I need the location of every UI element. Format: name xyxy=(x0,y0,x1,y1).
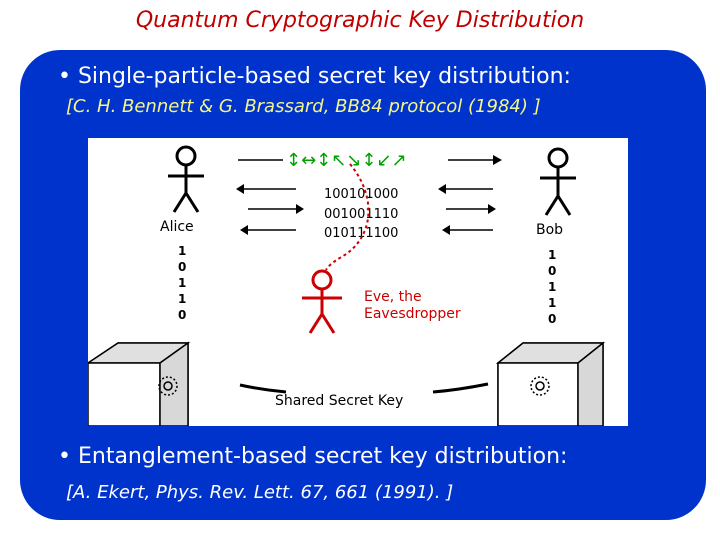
bob-key-column: 1 0 1 1 0 xyxy=(548,248,556,326)
key-swoosh-right xyxy=(432,382,489,394)
alice-key-bit: 1 xyxy=(178,276,186,290)
eve-label-line2: Eavesdropper xyxy=(364,306,461,322)
key-swoosh-left xyxy=(239,383,287,394)
arrowhead-left-3 xyxy=(240,225,248,235)
arrowhead-right-5 xyxy=(488,204,496,214)
eve-figure xyxy=(302,269,342,334)
arrowhead-left-4 xyxy=(438,184,446,194)
bob-key-bit: 1 xyxy=(548,296,556,310)
bob-channel-arrows xyxy=(446,188,493,231)
alice-label: Alice xyxy=(160,219,194,235)
alice-safe xyxy=(88,341,191,426)
bob-key-bit: 0 xyxy=(548,312,556,326)
bob-key-bit: 0 xyxy=(548,264,556,278)
arrowhead-left-6 xyxy=(442,225,450,235)
alice-key-bit: 0 xyxy=(178,308,186,322)
alice-key-bit: 0 xyxy=(178,260,186,274)
bullet-single-particle: • Single-particle-based secret key distr… xyxy=(58,64,571,89)
bit-row-2: 001001110 xyxy=(324,207,398,222)
reference-ekert: [A. Ekert, Phys. Rev. Lett. 67, 661 (199… xyxy=(66,482,454,503)
bob-label: Bob xyxy=(536,222,563,238)
eve-label-line1: Eve, the xyxy=(364,289,422,305)
bullet-entanglement: • Entanglement-based secret key distribu… xyxy=(58,444,568,469)
alice-key-bit: 1 xyxy=(178,244,186,258)
arrowhead-left-1 xyxy=(236,184,244,194)
alice-key-column: 1 0 1 1 0 xyxy=(178,244,186,322)
arrowhead-right-2 xyxy=(296,204,304,214)
eve-intercept-path xyxy=(325,163,370,271)
shared-key-label: Shared Secret Key xyxy=(275,393,403,409)
alice-figure xyxy=(168,145,204,213)
alice-key-bit: 1 xyxy=(178,292,186,306)
bob-key-bit: 1 xyxy=(548,248,556,262)
bob-figure xyxy=(540,147,576,216)
bob-safe xyxy=(495,341,606,426)
reference-bb84: [C. H. Bennett & G. Brassard, BB84 proto… xyxy=(66,96,541,117)
polarization-symbols: ↕↔↕↖↘↕↙↗ xyxy=(286,150,407,171)
alice-channel-arrows xyxy=(244,188,296,231)
alice-safe-dial-icon xyxy=(158,376,178,396)
photon-arrowhead xyxy=(493,155,502,165)
slide-title: Quantum Cryptographic Key Distribution xyxy=(135,8,585,33)
bb84-diagram-svg: Alice Bob ↕↔↕↖↘↕↙↗ xyxy=(88,145,606,426)
bb84-diagram: Alice Bob ↕↔↕↖↘↕↙↗ xyxy=(88,138,628,426)
bob-key-bit: 1 xyxy=(548,280,556,294)
bit-row-3: 010111100 xyxy=(324,226,398,241)
bob-safe-dial-icon xyxy=(530,376,550,396)
bit-row-1: 100101000 xyxy=(324,187,398,202)
